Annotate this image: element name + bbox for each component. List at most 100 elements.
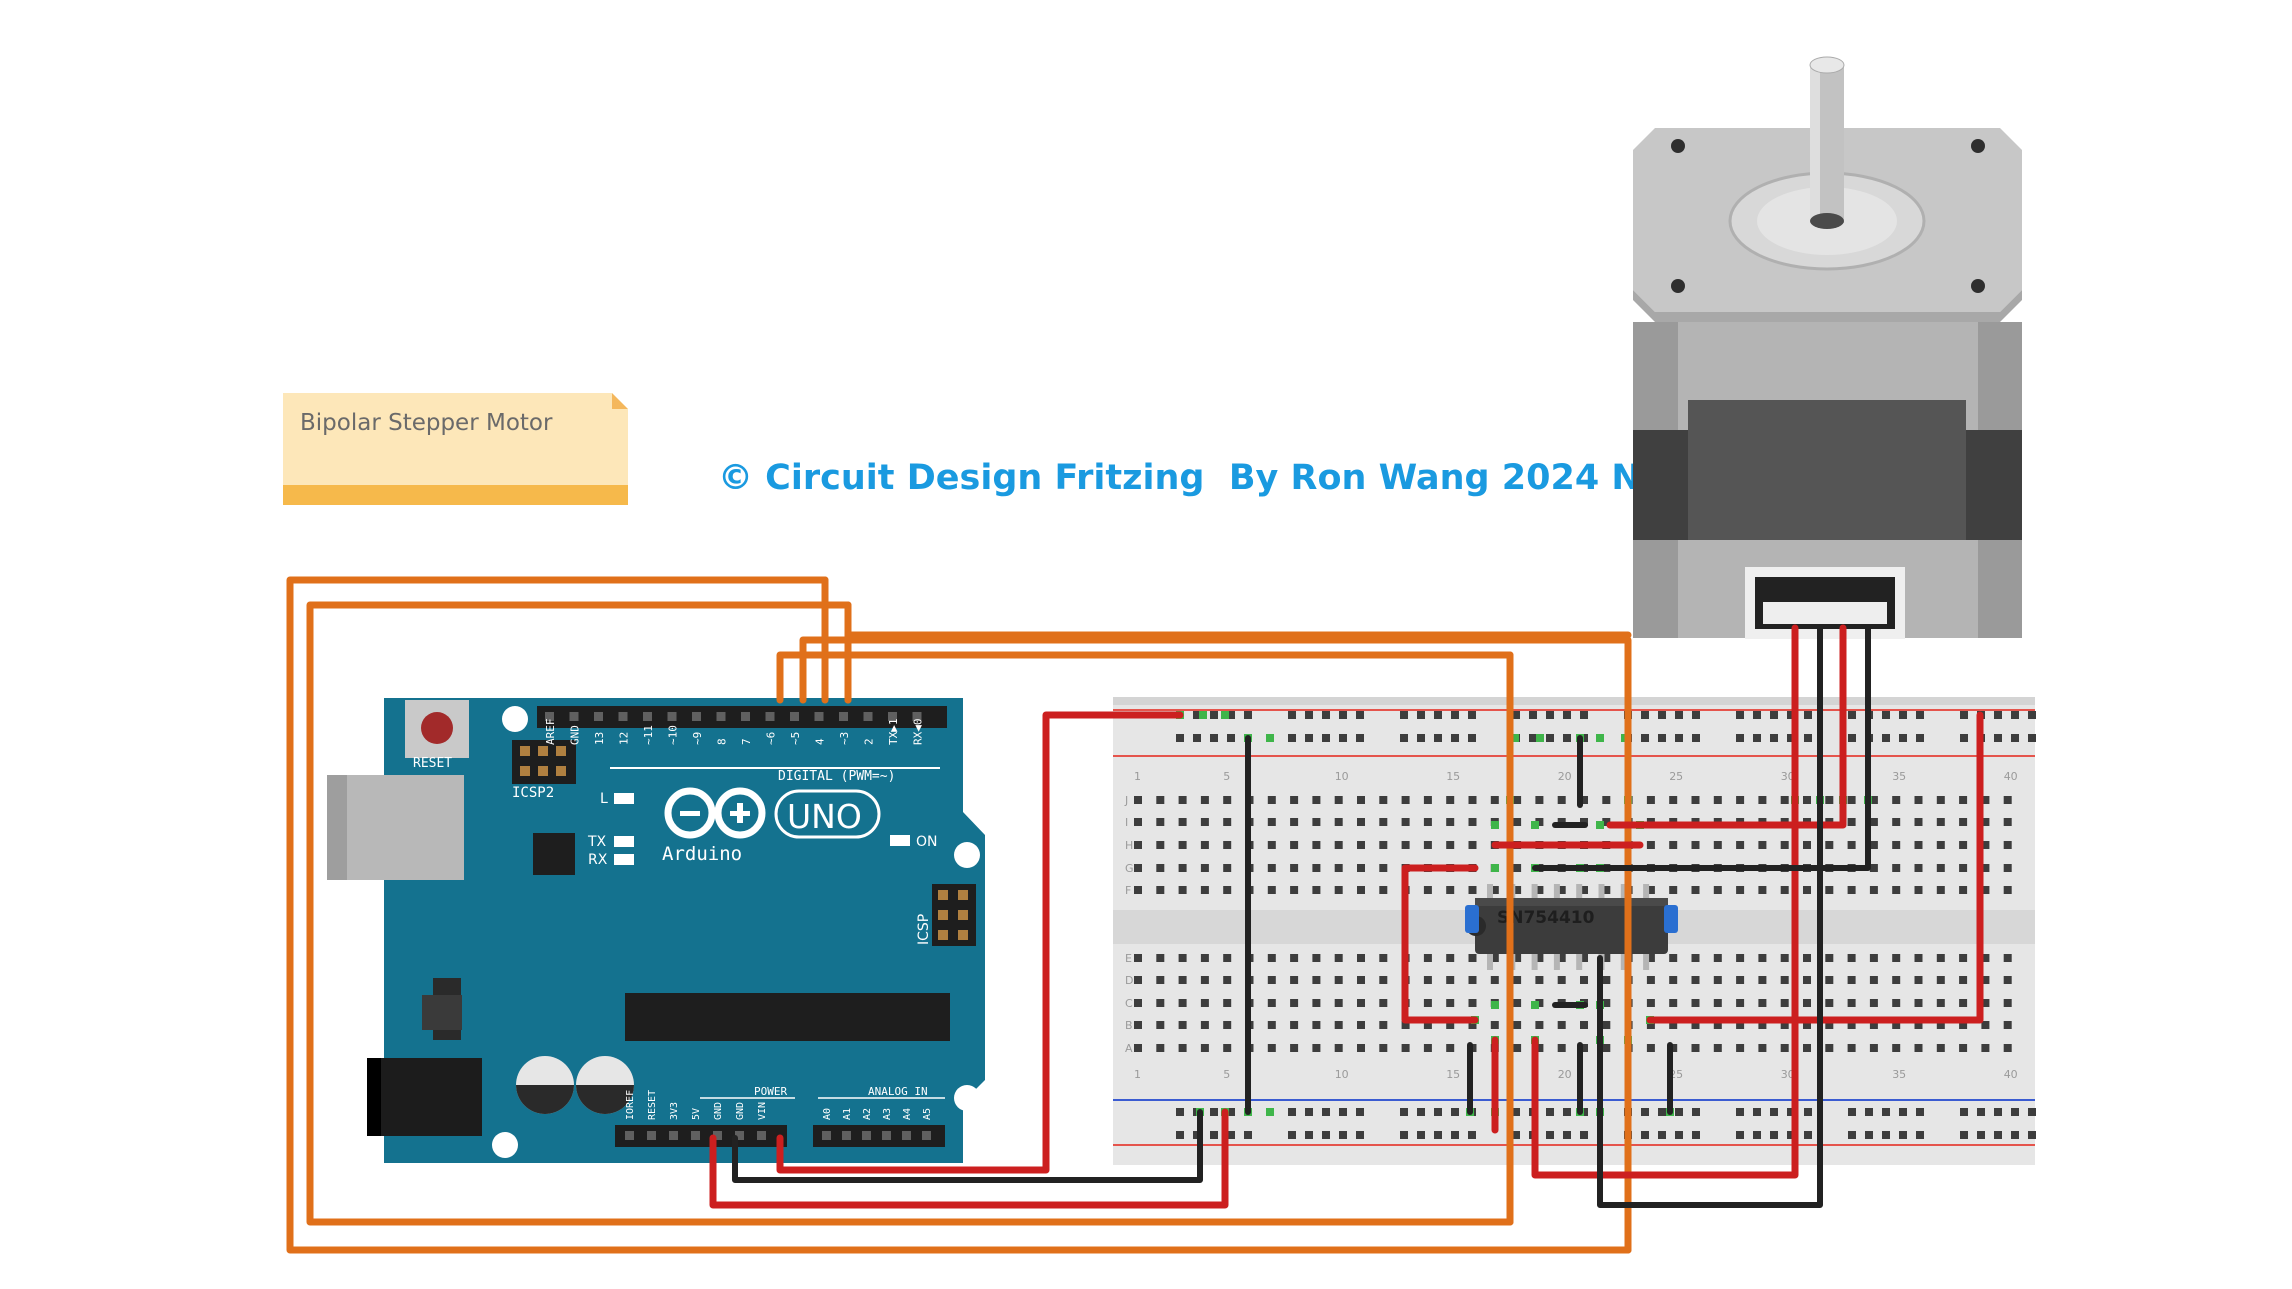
breadboard-hole <box>1178 886 1187 894</box>
digital-pin-label: 7 <box>740 738 753 745</box>
breadboard-hole <box>1847 818 1856 826</box>
digital-header-pin[interactable] <box>790 712 799 721</box>
rail-hole <box>1753 711 1761 719</box>
breadboard-hole <box>1535 954 1544 962</box>
rail-hole <box>1322 1108 1330 1116</box>
analog-header-pin[interactable] <box>902 1131 911 1140</box>
breadboard-hole <box>1334 796 1343 804</box>
digital-header-pin[interactable] <box>839 712 848 721</box>
power-header-pin[interactable] <box>647 1131 656 1140</box>
rail-hole <box>1641 1131 1649 1139</box>
breadboard-hole <box>1490 886 1499 894</box>
ic-body-top <box>1475 898 1668 906</box>
digital-header-pin[interactable] <box>692 712 701 721</box>
breadboard-hole <box>1691 1021 1700 1029</box>
breadboard-hole <box>1981 976 1990 984</box>
digital-header-pin[interactable] <box>741 712 750 721</box>
analog-header-pin[interactable] <box>862 1131 871 1140</box>
breadboard-hole <box>1156 796 1165 804</box>
breadboard-hole <box>1223 954 1232 962</box>
power-pin-label: GND <box>735 1102 746 1120</box>
reset-button[interactable] <box>421 712 453 744</box>
digital-header-pin[interactable] <box>863 712 873 721</box>
breadboard-hole <box>1758 1044 1767 1052</box>
digital-header-pin[interactable] <box>716 712 726 721</box>
led-on <box>890 835 910 846</box>
breadboard-hole <box>1780 886 1789 894</box>
analog-header-pin[interactable] <box>842 1131 851 1140</box>
breadboard-hole <box>1178 818 1187 826</box>
rail-hole <box>1580 711 1588 719</box>
mount-hole-1 <box>502 706 528 732</box>
row-letter: E <box>1125 952 1132 965</box>
digital-header-pin[interactable] <box>667 712 677 721</box>
rail-hole <box>1529 711 1537 719</box>
motor-shaft-highlight <box>1810 65 1820 223</box>
digital-header-pin[interactable] <box>618 712 628 721</box>
wire-red-right <box>1646 711 1984 1024</box>
breadboard-hole <box>1446 818 1455 826</box>
breadboard-hole <box>1379 999 1388 1007</box>
digital-header-pin[interactable] <box>765 712 775 721</box>
breadboard-hole <box>1513 954 1522 962</box>
breadboard-hole <box>1379 954 1388 962</box>
analog-header-pin[interactable] <box>882 1131 891 1140</box>
power-header-pin[interactable] <box>669 1131 678 1140</box>
breadboard-hole <box>1178 796 1187 804</box>
power-header-pin[interactable] <box>757 1131 766 1140</box>
digital-header-pin[interactable] <box>888 712 897 721</box>
rail-hole <box>1451 1131 1459 1139</box>
rail-hole <box>1916 1108 1924 1116</box>
breadboard-hole <box>1312 1021 1321 1029</box>
digital-header-pin[interactable] <box>594 712 603 721</box>
note-body <box>283 393 628 485</box>
breadboard-hole <box>1914 796 1923 804</box>
breadboard-hole <box>1423 796 1432 804</box>
breadboard-hole <box>1401 1021 1410 1029</box>
rail-hole <box>1916 1131 1924 1139</box>
arduino-board-body <box>384 698 985 1163</box>
column-number: 1 <box>1134 770 1141 783</box>
breadboard-hole <box>1803 976 1811 984</box>
breadboard-hole <box>1602 976 1611 984</box>
breadboard-hole <box>1267 1044 1276 1052</box>
breadboard-hole <box>1200 999 1209 1007</box>
analog-header-pin[interactable] <box>922 1131 931 1140</box>
breadboard-hole <box>1312 841 1321 849</box>
column-number: 15 <box>1446 1068 1460 1081</box>
led-on-label: ON <box>916 834 938 850</box>
capacitor-1 <box>516 1056 574 1114</box>
rail-hole <box>1563 1131 1571 1139</box>
digital-header-pin[interactable] <box>545 712 554 721</box>
breadboard-hole <box>1134 796 1142 804</box>
rail-hole <box>1994 1108 2002 1116</box>
breadboard-hole <box>1178 841 1187 849</box>
rail-hole <box>1305 711 1313 719</box>
breadboard-hole <box>1758 1021 1767 1029</box>
digital-header-pin[interactable] <box>814 712 824 721</box>
breadboard-hole <box>1780 954 1789 962</box>
breadboard-hole <box>1178 1021 1187 1029</box>
power-header-pin[interactable] <box>713 1131 722 1140</box>
breadboard-hole <box>1691 1044 1700 1052</box>
analog-header-pin[interactable] <box>822 1131 831 1140</box>
rail-hole <box>1451 711 1459 719</box>
connected-hole <box>1266 1108 1274 1116</box>
breadboard-hole <box>1334 886 1343 894</box>
digital-header-pin[interactable] <box>569 712 579 721</box>
breadboard-hole <box>1535 886 1544 894</box>
breadboard-hole <box>1825 976 1834 984</box>
breadboard-hole <box>1200 976 1209 984</box>
breadboard-hole <box>1981 1044 1990 1052</box>
breadboard-hole <box>1223 818 1232 826</box>
power-header-pin[interactable] <box>735 1131 744 1140</box>
power-header-pin[interactable] <box>625 1131 634 1140</box>
digital-header-pin[interactable] <box>912 712 922 721</box>
rail-hole <box>1692 711 1700 719</box>
rail-hole <box>1692 734 1700 742</box>
rail-hole <box>1977 1131 1985 1139</box>
power-header-pin[interactable] <box>691 1131 700 1140</box>
digital-header-pin[interactable] <box>643 712 652 721</box>
ic-leg <box>1487 954 1493 970</box>
